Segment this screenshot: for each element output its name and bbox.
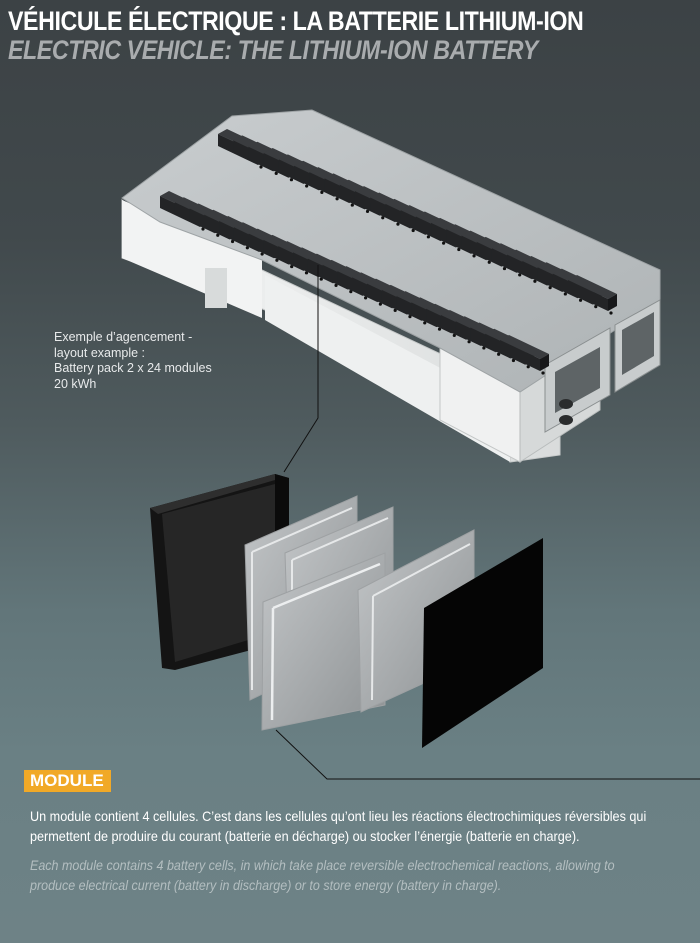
title-french: VÉHICULE ÉLECTRIQUE : LA BATTERIE LITHIU…: [8, 6, 584, 36]
leader-line-module: [275, 729, 700, 780]
module-description-english: Each module contains 4 battery cells, in…: [30, 858, 615, 893]
battery-pack: [121, 109, 661, 463]
pack-caption-line: layout example :: [54, 345, 146, 360]
module-cover: [422, 538, 543, 748]
module-row-back: [218, 129, 617, 315]
module-cell-3: [261, 552, 386, 731]
module-exploded: [150, 474, 543, 748]
pack-caption-line: Exemple d’agencement -: [54, 330, 193, 344]
pack-caption-line: 20 kWh: [54, 376, 97, 391]
battery-module: [500, 335, 549, 375]
pack-caption: Exemple d’agencement - layout example : …: [54, 330, 212, 392]
leader-line-pack: [283, 265, 319, 473]
module-row-front: [160, 191, 549, 375]
module-description-french: Un module contient 4 cellules. C’est dan…: [30, 809, 647, 844]
pack-caption-line: Battery pack 2 x 24 modules: [54, 361, 212, 375]
header: VÉHICULE ÉLECTRIQUE : LA BATTERIE LITHIU…: [8, 6, 677, 64]
connector-housing: [544, 299, 661, 433]
battery-module: [568, 275, 617, 315]
title-english: ELECTRIC VEHICLE: THE LITHIUM-ION BATTER…: [8, 35, 538, 65]
module-badge: MODULE: [24, 770, 111, 792]
